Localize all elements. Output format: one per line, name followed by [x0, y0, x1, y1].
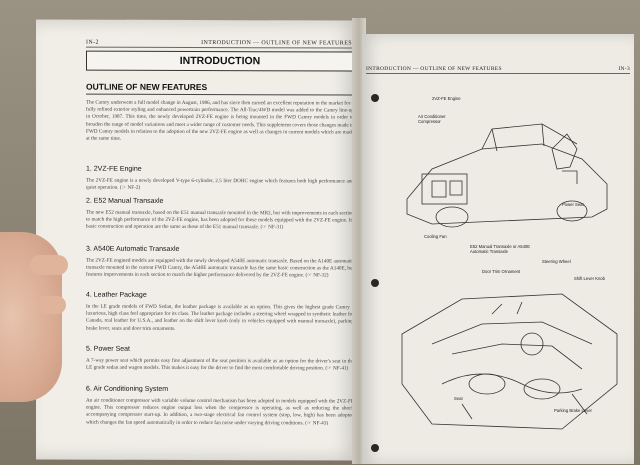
car-exterior-illustration	[406, 123, 608, 228]
item-heading-4: 4. Leather Package	[86, 291, 147, 299]
binder-hole	[371, 279, 379, 287]
left-page: IN-2 INTRODUCTION — OUTLINE OF NEW FEATU…	[36, 19, 358, 461]
label-engine: 2VZ-FE Engine	[432, 96, 461, 101]
item-text-5: A 7-way power seat which permits easy fi…	[86, 357, 354, 372]
label-power-seat: Power Seat	[562, 202, 584, 207]
left-page-running-title: INTRODUCTION — OUTLINE OF NEW FEATURES	[201, 40, 352, 47]
intro-paragraph: The Camry underwent a full model change …	[86, 99, 354, 142]
right-page: INTRODUCTION — OUTLINE OF NEW FEATURES I…	[362, 34, 634, 464]
binder-hole	[371, 94, 379, 102]
car-interior-illustration	[401, 293, 618, 430]
label-seat: Seat	[454, 396, 463, 401]
item-heading-1: 1. 2VZ-FE Engine	[86, 165, 142, 173]
finger	[30, 255, 68, 275]
label-shift-lever-knob: Shift Lever Knob	[574, 276, 605, 281]
item-heading-6: 6. Air Conditioning System	[86, 385, 169, 393]
page-title: INTRODUCTION	[86, 50, 354, 72]
item-text-3: The 2VZ-FE engined models are equipped w…	[86, 257, 354, 279]
label-parking-brake: Parking Brake Lever	[554, 408, 592, 413]
finger	[36, 296, 66, 314]
label-ac-compressor: Air Conditioner Compressor	[418, 114, 446, 124]
item-text-4: In the LE grade models of FWD Sedan, the…	[86, 303, 354, 332]
item-text-1: The 2VZ-FE engine is a newly developed V…	[86, 177, 354, 192]
right-page-running-title: INTRODUCTION — OUTLINE OF NEW FEATURES	[366, 66, 502, 72]
manual-book: IN-2 INTRODUCTION — OUTLINE OF NEW FEATU…	[30, 14, 634, 464]
item-text-6: An air conditioner compressor with varia…	[86, 397, 354, 427]
label-transaxle: E52 Manual Transaxle or A540E Automatic …	[470, 244, 531, 254]
item-heading-3: 3. A540E Automatic Transaxle	[86, 245, 180, 253]
left-page-number: IN-2	[86, 39, 99, 46]
label-steering-wheel: Steering Wheel	[542, 259, 571, 264]
label-door-trim: Door Trim Ornament	[482, 269, 521, 274]
right-page-header: INTRODUCTION — OUTLINE OF NEW FEATURES I…	[366, 66, 630, 74]
section-title: OUTLINE OF NEW FEATURES	[86, 81, 354, 96]
label-cooling-fan: Cooling Fan	[424, 234, 447, 239]
item-text-2: The new E52 manual transaxle, based on t…	[86, 209, 354, 231]
left-page-header: IN-2 INTRODUCTION — OUTLINE OF NEW FEATU…	[86, 39, 352, 49]
right-page-number: IN-3	[618, 66, 630, 72]
binder-hole	[371, 444, 379, 452]
item-heading-5: 5. Power Seat	[86, 345, 130, 353]
item-heading-2: 2. E52 Manual Transaxle	[86, 197, 164, 205]
